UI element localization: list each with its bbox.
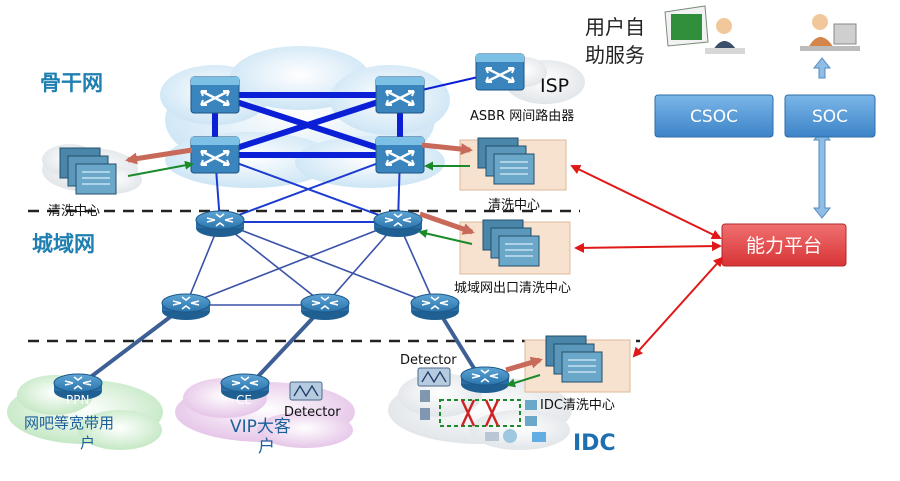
internet-bar-cloud xyxy=(7,375,163,450)
left-scrub-label: 清洗中心 xyxy=(48,204,100,219)
vip-label-line1: VIP大客 xyxy=(230,417,291,437)
idc-scrubber-box xyxy=(524,335,631,393)
idc-scrub-label: IDC清洗中心 xyxy=(540,398,615,413)
self-service-user-icon xyxy=(664,5,745,54)
csoc-box[interactable]: CSOC xyxy=(654,94,774,138)
soc-box[interactable]: SOC xyxy=(784,94,876,138)
metro-router-left xyxy=(195,210,245,238)
backbone-scrubber-box xyxy=(459,137,567,191)
core-to-metro-links xyxy=(214,154,401,223)
access-router-2 xyxy=(300,293,350,321)
asbr-label: ASBR 网间路由器 xyxy=(470,108,574,124)
detector-idc-label: Detector xyxy=(400,353,457,368)
platform-box[interactable]: 能力平台 xyxy=(721,223,847,267)
vip-label-line2: 户 xyxy=(258,437,275,457)
csoc-label: CSOC xyxy=(690,107,738,127)
platform-arrows xyxy=(570,165,724,358)
self-service-label-line1: 用户自 xyxy=(585,15,645,39)
backbone-scrub-label: 清洗中心 xyxy=(488,198,540,213)
internet-bar-label-line2: 户 xyxy=(80,434,95,452)
platform-label: 能力平台 xyxy=(746,235,822,257)
metro-scrubber-box xyxy=(459,219,571,275)
access-router-1 xyxy=(161,293,211,321)
soc-operator-icon xyxy=(800,14,860,51)
self-service-label-line2: 助服务 xyxy=(585,43,645,67)
backbone-switch-top-right xyxy=(374,75,426,115)
metro-scrub-label: 城域网出口清洗中心 xyxy=(454,281,571,296)
diversion-arrows xyxy=(125,142,543,373)
internet-bar-label-line1: 网吧等宽带用 xyxy=(24,414,114,432)
isp-label: ISP xyxy=(540,75,569,97)
ppn-label: PPN xyxy=(66,393,89,407)
access-router-3 xyxy=(410,293,460,321)
detector-vip-label: Detector xyxy=(284,405,341,420)
idc-server-cluster xyxy=(420,390,546,443)
reinjection-arrows xyxy=(127,160,541,388)
detector-icon-idc xyxy=(417,367,451,387)
zone-label-backbone: 骨干网 xyxy=(40,71,103,95)
backbone-switch-bottom-right xyxy=(374,135,426,175)
isp-switch xyxy=(474,52,526,92)
backbone-switch-top-left xyxy=(189,75,241,115)
backbone-switch-bottom-left xyxy=(189,135,241,175)
soc-links xyxy=(812,57,832,219)
zone-label-metro: 城域网 xyxy=(32,232,95,256)
idc-router xyxy=(460,366,510,394)
metro-router-right xyxy=(373,210,423,238)
detector-icon-vip xyxy=(289,381,323,401)
ce-label: CE xyxy=(236,393,252,407)
soc-label: SOC xyxy=(812,107,848,127)
zone-label-idc: IDC xyxy=(573,431,616,456)
